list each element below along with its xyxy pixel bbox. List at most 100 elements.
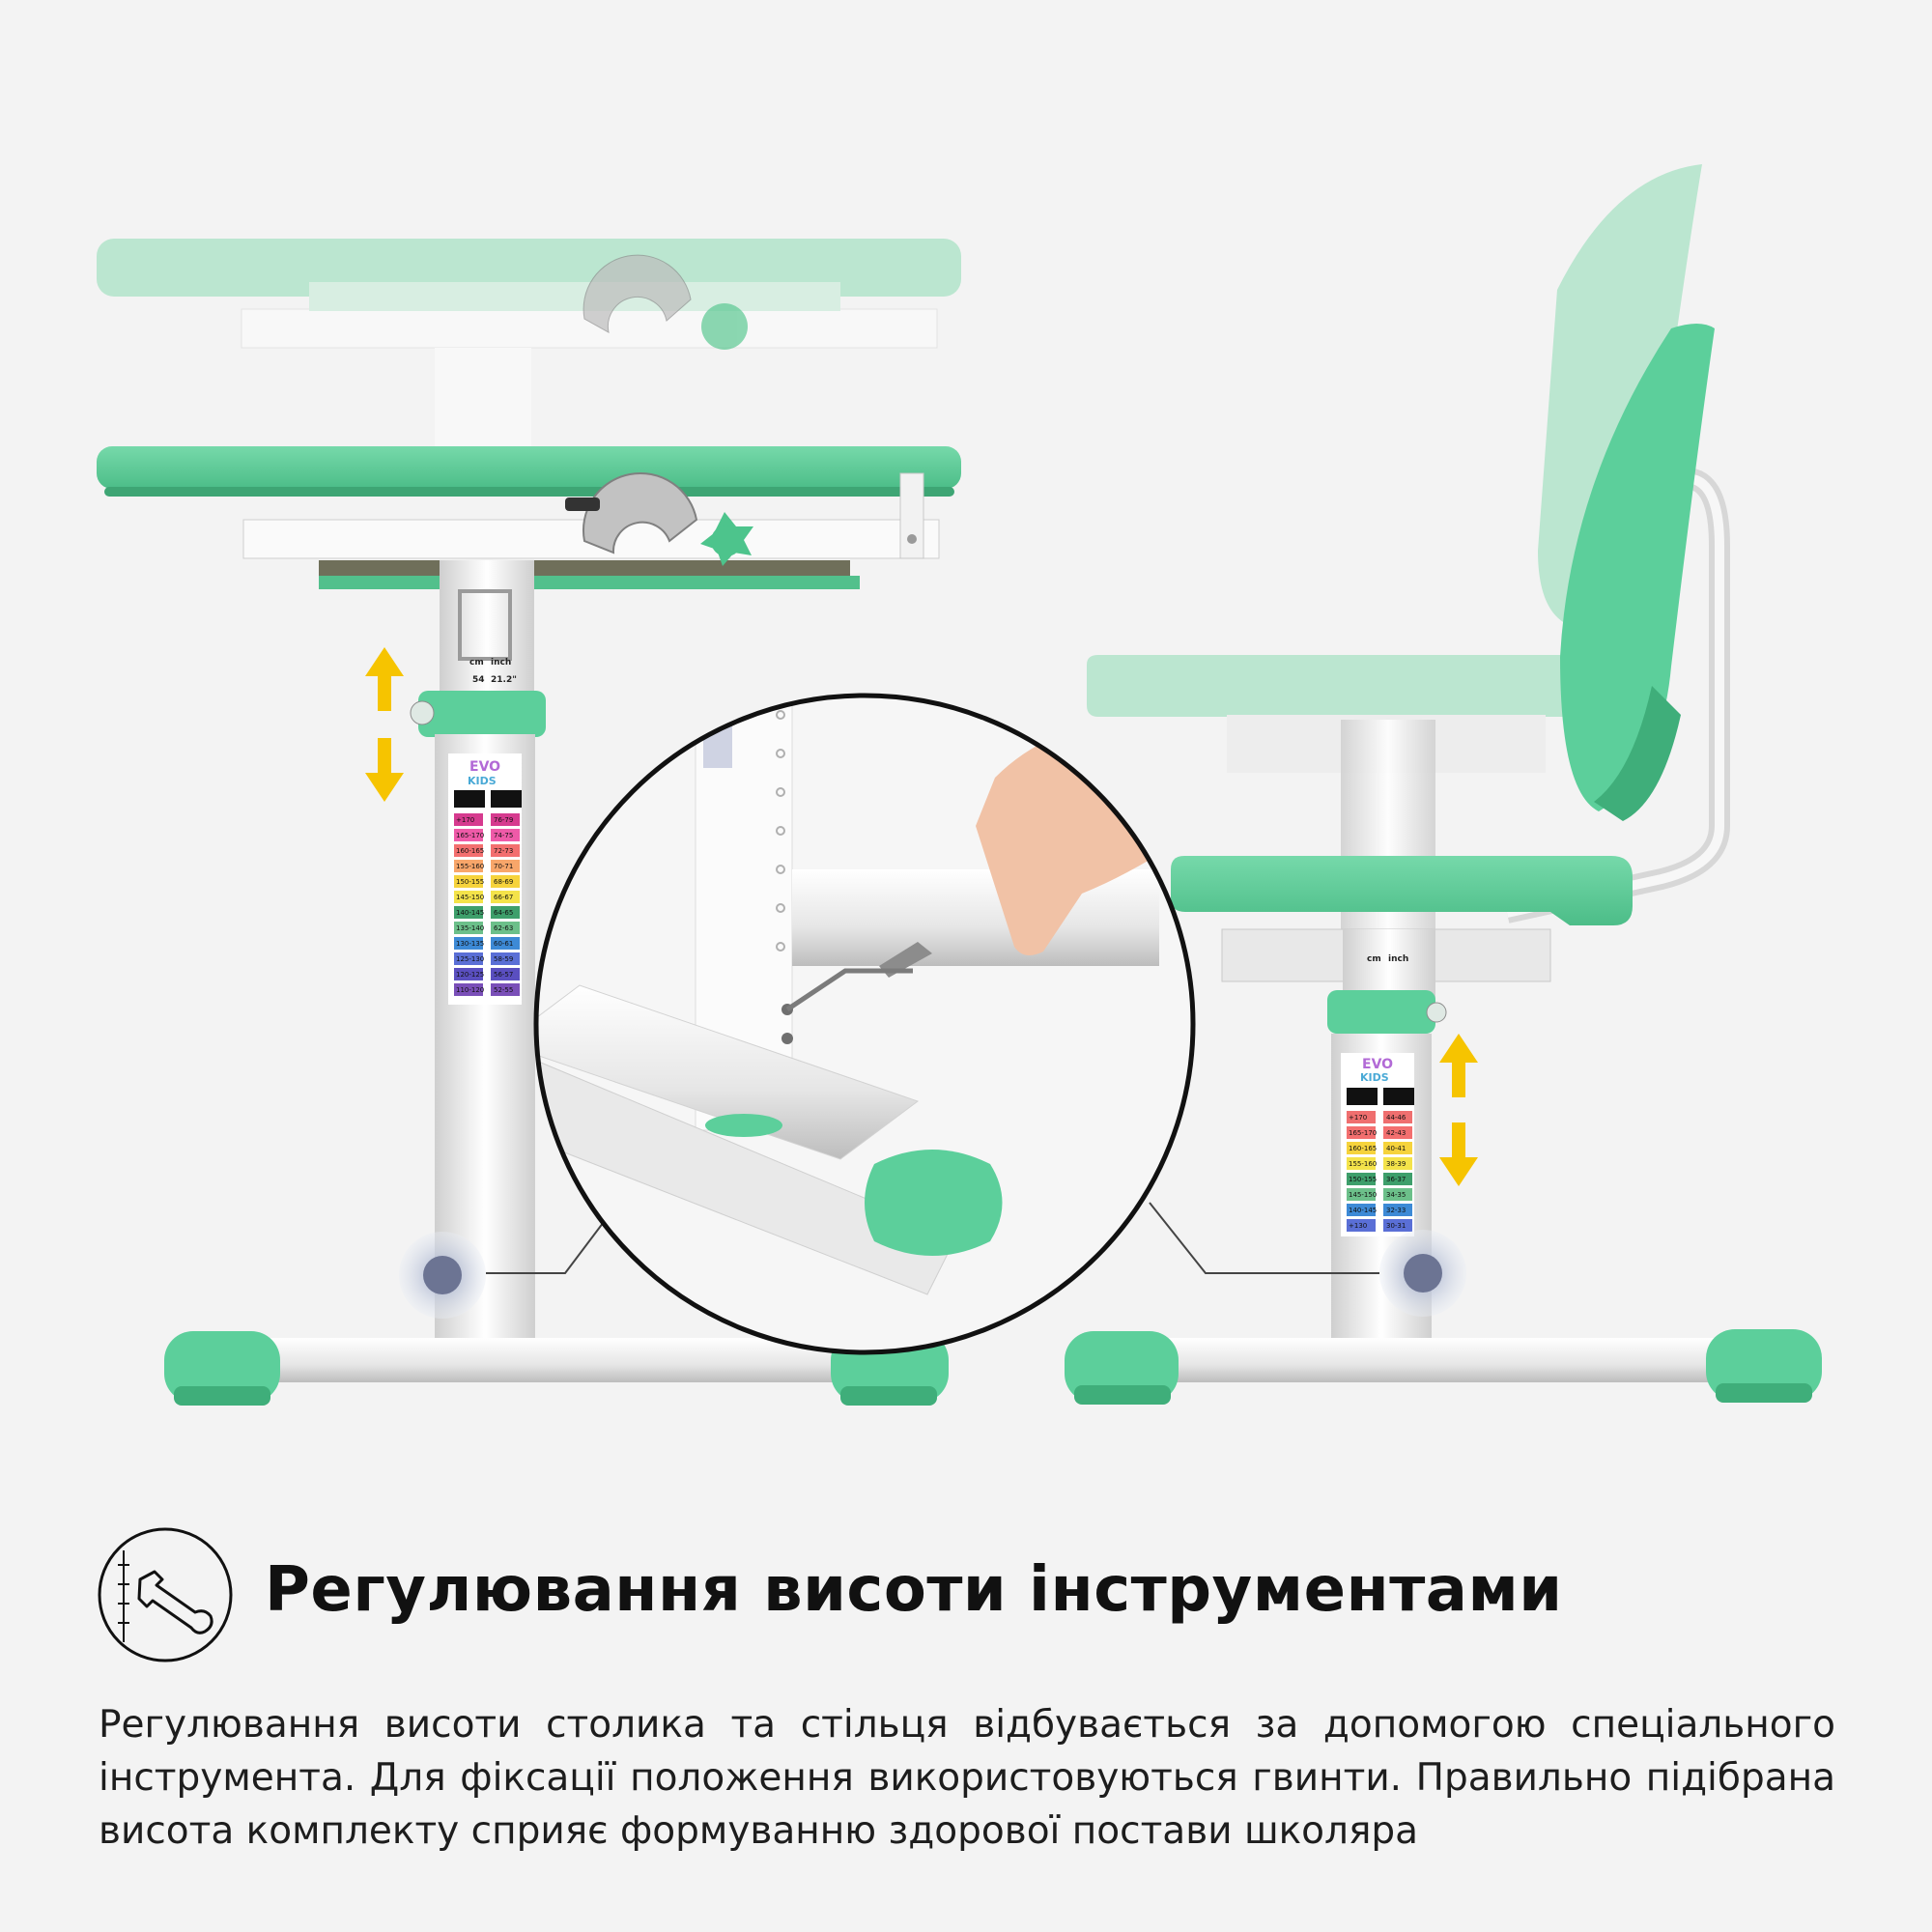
desk-chart-growth-label: 165-170	[456, 832, 484, 839]
chair-upper-column	[1341, 720, 1435, 966]
chair-scale-header-cm: cm	[1367, 954, 1381, 964]
desk-chart-height-label: 62-63	[494, 924, 513, 932]
chair-ghost-position	[1087, 164, 1702, 773]
wrench-height-icon	[98, 1527, 233, 1662]
desk-chart-height-label: 68-69	[494, 878, 513, 886]
desk-chart-growth-cell	[454, 875, 483, 888]
desk-chart-growth-label: 160-165	[456, 847, 484, 855]
desk-chart-height-cell	[491, 906, 520, 919]
chair-scale-header-inch: inch	[1388, 954, 1408, 964]
chair-chart-height-cell	[1383, 1157, 1412, 1170]
chair-chart-height-label: 34-35	[1386, 1191, 1406, 1199]
chair-chart-growth-label: 145-150	[1349, 1191, 1377, 1199]
chair-chart-growth-cell	[1347, 1111, 1376, 1123]
chair-chart-growth-label: 150-155	[1349, 1176, 1377, 1183]
desk-chart-height-cell	[491, 937, 520, 950]
chair-chart-growth-cell	[1347, 1173, 1376, 1185]
chair-chart-height-cell	[1383, 1142, 1412, 1154]
chair-chart-height-label: 44-46	[1386, 1114, 1406, 1122]
desk-chart-height-cell	[491, 891, 520, 903]
chair-chart-height-cell	[1383, 1126, 1412, 1139]
desk-chart-height-label: 72-73	[494, 847, 513, 855]
feature-description: Регулювання висоти столика та стільця ві…	[99, 1703, 1835, 1853]
chair-chart-height-label: 30-31	[1386, 1222, 1406, 1230]
desk-top	[97, 446, 961, 497]
desk-chart-height-cell	[491, 952, 520, 965]
desk-height-arrows	[365, 647, 404, 802]
desk-chart-growth-label: 135-140	[456, 924, 484, 932]
desk-chart-growth-label: +170	[456, 816, 474, 824]
chair-chart-height-label: 32-33	[1386, 1207, 1406, 1214]
desk-chart-growth-cell	[454, 860, 483, 872]
desk-chart-height-cell	[491, 968, 520, 980]
desk-chart-growth-cell	[454, 952, 483, 965]
desk-chart-height-cell	[491, 860, 520, 872]
desk-chart-height-label: 64-65	[494, 909, 513, 917]
chair-chart-height-cell	[1383, 1188, 1412, 1201]
desk-chart-growth-cell	[454, 968, 483, 980]
chair-chart-growth-label: +170	[1349, 1114, 1367, 1122]
desk-height-chart: EVO KIDS +170 76-79 165-170 74-75 160-165 72-…	[448, 753, 522, 1005]
desk-chart-growth-cell	[454, 937, 483, 950]
desk-scale-reading-cm: 54	[472, 675, 485, 685]
chair-base	[1065, 1329, 1822, 1405]
chair-chart-growth-label: 165-170	[1349, 1129, 1377, 1137]
desk-chart-height-cell	[491, 829, 520, 841]
desk-logo-kids: KIDS	[468, 775, 497, 787]
chair-chart-growth-cell	[1347, 1204, 1376, 1216]
chair-logo-evo: EVO	[1362, 1057, 1393, 1072]
desk-logo-evo: EVO	[469, 759, 500, 775]
desk-chart-height-label: 76-79	[494, 816, 513, 824]
desk-chart-growth-label: 150-155	[456, 878, 484, 886]
chair-chart-growth-label: 155-160	[1349, 1160, 1377, 1168]
desk-chart-height-cell	[491, 983, 520, 996]
chair-chart-growth-label: 160-165	[1349, 1145, 1377, 1152]
desk-scale-reading-inch: 21.2"	[491, 675, 517, 685]
desk-scale-header-inch: inch	[491, 658, 511, 668]
chair-chart-height-cell	[1383, 1204, 1412, 1216]
desk-base	[164, 1331, 949, 1406]
chair-backrest	[1560, 324, 1715, 821]
chair-chart-height-label: 36-37	[1386, 1176, 1406, 1183]
desk-chart-growth-label: 130-135	[456, 940, 484, 948]
desk-ghost-mechanism	[582, 254, 748, 350]
chair-height-arrows	[1439, 1034, 1478, 1186]
desk-chart-height-label: 70-71	[494, 863, 513, 870]
desk-chart-growth-label: 125-130	[456, 955, 484, 963]
chair-logo-kids: KIDS	[1360, 1071, 1389, 1084]
chair-screw	[1404, 1254, 1442, 1293]
desk-chart-growth-cell	[454, 906, 483, 919]
chair-chart-growth-cell	[1347, 1219, 1376, 1232]
desk-chart-growth-cell	[454, 829, 483, 841]
desk-chart-growth-cell	[454, 891, 483, 903]
zoom-callout-line-left	[486, 1202, 619, 1274]
desk-chart-growth-label: 120-125	[456, 971, 484, 979]
desk-chart-growth-label: 155-160	[456, 863, 484, 870]
chair-chart-growth-cell	[1347, 1142, 1376, 1154]
feature-heading: Регулювання висоти інструментами	[265, 1554, 1563, 1626]
desk-chart-growth-cell	[454, 983, 483, 996]
chair-chart-growth-cell	[1347, 1188, 1376, 1201]
desk-scale-header-cm: cm	[469, 658, 484, 668]
desk-chart-height-label: 74-75	[494, 832, 513, 839]
desk-chart-height-label: 52-55	[494, 986, 513, 994]
chair-chart-height-cell	[1383, 1219, 1412, 1232]
desk-chart-growth-label: 140-145	[456, 909, 484, 917]
desk-chart-growth-label: 145-150	[456, 894, 484, 901]
chair-chart-height-label: 38-39	[1386, 1160, 1406, 1168]
desk-tilt-mechanism	[565, 471, 753, 566]
desk-chart-growth-cell	[454, 844, 483, 857]
chair-chart-height-cell	[1383, 1111, 1412, 1123]
chair-chart-height-cell	[1383, 1173, 1412, 1185]
desk-chart-height-cell	[491, 922, 520, 934]
desk-chart-growth-cell	[454, 813, 483, 826]
chair-chart-growth-label: +130	[1349, 1222, 1367, 1230]
zoom-callout-line-right	[1149, 1202, 1379, 1274]
desk-chart-height-label: 56-57	[494, 971, 513, 979]
zoom-detail	[533, 693, 1196, 1355]
desk-chart-height-cell	[491, 875, 520, 888]
chair-chart-growth-label: 140-145	[1349, 1207, 1377, 1214]
chair-chart-growth-cell	[1347, 1157, 1376, 1170]
